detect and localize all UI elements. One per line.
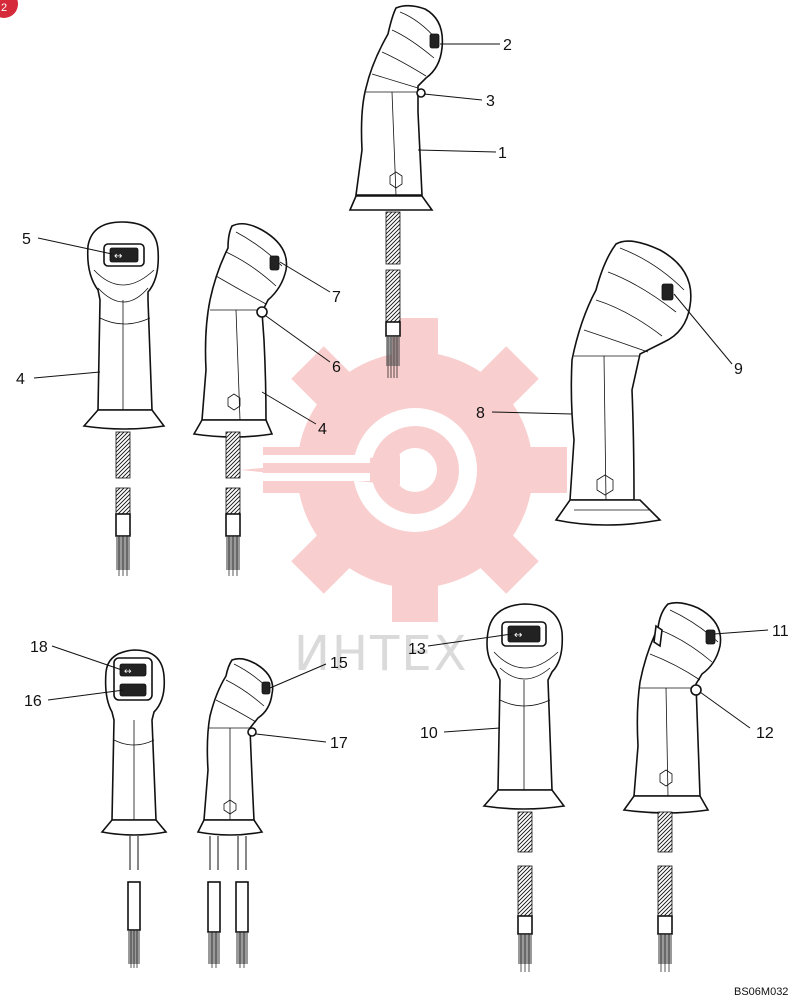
joystick-part-4-side: [192, 222, 288, 576]
callout-16: 16: [24, 693, 42, 710]
page-badge-number: 2: [1, 2, 7, 14]
callout-4-left: 4: [16, 371, 25, 388]
callout-4-right: 4: [318, 421, 327, 438]
joystick-part-8: [554, 240, 692, 526]
watermark-logo: ИНТЕХ: [240, 318, 567, 682]
svg-text:↔: ↔: [514, 630, 522, 641]
joystick-part-15-side: [196, 657, 274, 968]
callout-5: 5: [22, 231, 31, 248]
callout-15: 15: [330, 655, 348, 672]
callout-9: 9: [734, 361, 743, 378]
callout-12: 12: [756, 725, 774, 742]
callout-13: 13: [408, 641, 426, 658]
joystick-part-16-front: ↔: [100, 649, 168, 968]
joystick-part-11-side: [622, 601, 722, 972]
callout-1: 1: [498, 145, 507, 162]
page-badge: 2: [0, 0, 18, 18]
leader-lines: [33, 43, 769, 743]
watermark-text: ИНТЕХ: [294, 626, 469, 682]
joystick-part-4-front: ↔: [82, 221, 166, 576]
joystick-part-1: [348, 4, 444, 378]
callout-2: 2: [503, 37, 512, 54]
wrench-icon: [240, 408, 477, 532]
callout-labels: 1 2 3 4 4 5 6 7 8 9 10 11 12 13 15 16 17…: [16, 37, 789, 752]
callout-6: 6: [332, 359, 341, 376]
callout-3: 3: [486, 93, 495, 110]
svg-text:↔: ↔: [124, 667, 132, 677]
callout-8: 8: [476, 405, 485, 422]
drawing-code: BS06M032: [734, 986, 788, 998]
callout-18: 18: [30, 639, 48, 656]
callout-11: 11: [772, 623, 789, 640]
joystick-part-10-front: ↔: [482, 603, 566, 972]
callout-10: 10: [420, 725, 438, 742]
callout-7: 7: [332, 289, 341, 306]
callout-17: 17: [330, 735, 348, 752]
svg-text:↔: ↔: [114, 251, 122, 262]
